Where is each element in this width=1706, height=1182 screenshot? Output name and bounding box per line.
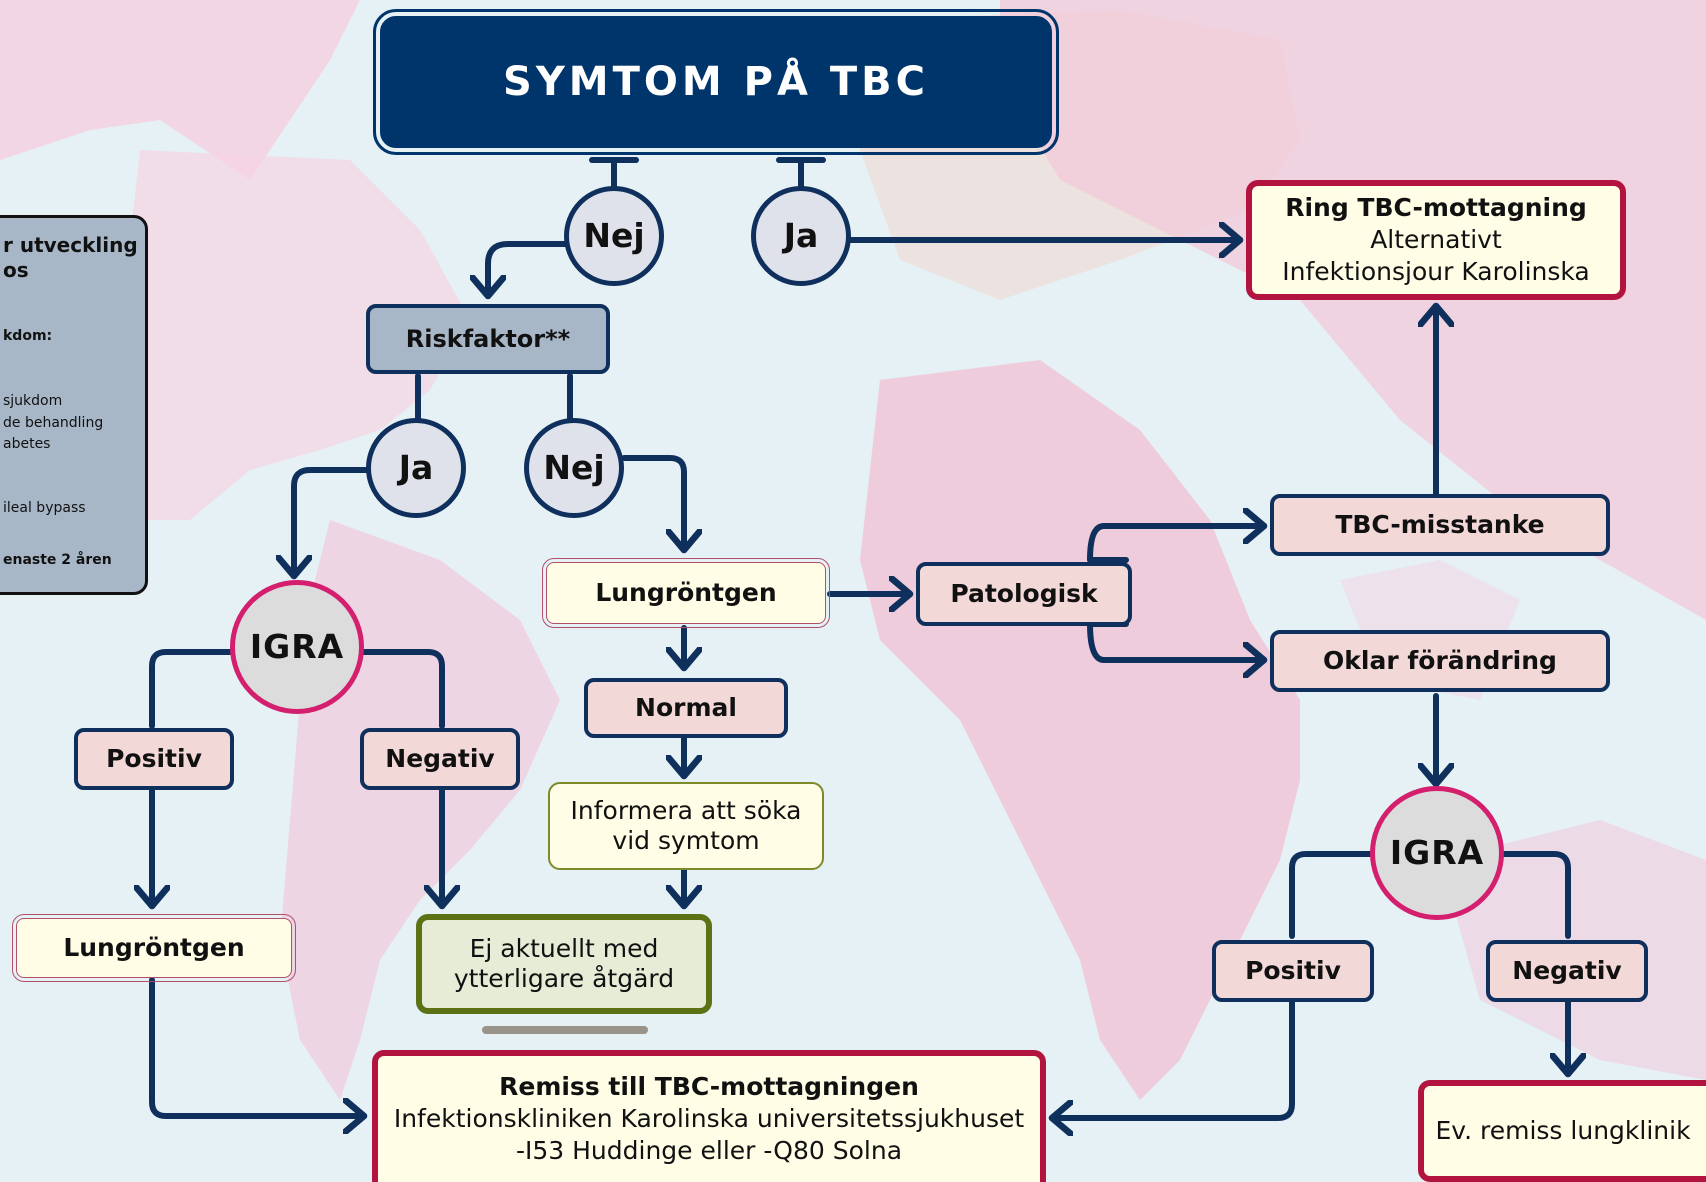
result-label: Positiv	[1245, 956, 1341, 985]
ring-tbc-box: Ring TBC-mottagning Alternativt Infektio…	[1246, 180, 1626, 300]
lungrontgen-left: Lungröntgen	[12, 914, 296, 982]
result-label: Positiv	[106, 744, 202, 773]
igra-label: IGRA	[1389, 833, 1485, 873]
legend-heading: r utveckling	[3, 233, 138, 257]
legend-item: ileal bypass	[3, 500, 86, 516]
step-label: Oklar förändring	[1323, 646, 1557, 675]
ring-line: Infektionsjour Karolinska	[1282, 257, 1590, 286]
legend-group: kdom:	[3, 328, 53, 344]
step-label: Ej aktuellt med ytterligare åtgärd	[453, 934, 675, 993]
riskfaktor-label: Riskfaktor**	[405, 324, 571, 353]
arrow-nej-to-lungrontgen	[621, 455, 684, 550]
igra-label: IGRA	[249, 627, 345, 667]
step-label: TBC-misstanke	[1335, 510, 1545, 539]
decision-ja-left: Ja	[366, 418, 466, 518]
decision-nej-top: Nej	[564, 186, 664, 286]
arrow-nej-to-riskfaktor	[488, 241, 569, 296]
legend-item: sjukdom	[3, 393, 63, 409]
decision-label: Nej	[543, 448, 605, 488]
patologisk-box: Patologisk	[916, 562, 1132, 626]
arrow-positiv-to-remiss	[1052, 997, 1295, 1118]
positiv-right: Positiv	[1212, 940, 1374, 1002]
step-label: Informera att söka vid symtom	[570, 796, 802, 855]
negativ-right: Negativ	[1486, 940, 1648, 1002]
legend-item: de behandling	[3, 415, 104, 431]
lungrontgen-mid: Lungröntgen	[542, 558, 830, 628]
legend-heading-2: os	[3, 258, 29, 282]
positiv-left: Positiv	[74, 728, 234, 790]
result-label: Negativ	[385, 744, 495, 773]
step-label: Lungröntgen	[595, 578, 777, 607]
tbc-misstanke-box: TBC-misstanke	[1270, 494, 1610, 556]
result-label: Negativ	[1512, 956, 1622, 985]
line-igra-to-negativ-right	[1497, 851, 1571, 939]
legend-footer: enaste 2 åren	[3, 552, 112, 568]
decision-nej-mid: Nej	[524, 418, 624, 518]
igra-left: IGRA	[230, 580, 364, 714]
decision-label: Nej	[583, 216, 645, 256]
remiss-line: -I53 Huddinge eller -Q80 Solna	[515, 1136, 903, 1165]
ring-line: Alternativt	[1370, 225, 1502, 254]
step-label: Ev. remiss lungklinik	[1435, 1116, 1691, 1145]
decision-ja-top: Ja	[751, 186, 851, 286]
arrow-ja-to-igra	[294, 467, 373, 576]
step-label: Patologisk	[950, 579, 1098, 608]
remiss-title: Remiss till TBC-mottagningen	[499, 1072, 919, 1101]
step-label: Normal	[635, 693, 737, 722]
ev-remiss-box: Ev. remiss lungklinik	[1418, 1080, 1706, 1182]
arrow-patologisk-to-oklar	[1087, 621, 1264, 660]
ring-title: Ring TBC-mottagning	[1285, 193, 1587, 222]
decision-label: Ja	[398, 448, 434, 488]
line-igra-to-positiv-right	[1289, 851, 1375, 939]
ej-aktuellt-box: Ej aktuellt med ytterligare åtgärd	[416, 914, 712, 1014]
oklar-forandring-box: Oklar förändring	[1270, 630, 1610, 692]
arrow-patologisk-to-misstanke	[1087, 526, 1264, 563]
decision-label: Ja	[783, 216, 819, 256]
line-igra-to-positiv	[149, 649, 233, 729]
riskfaktor-box: Riskfaktor**	[366, 304, 610, 374]
arrow-lungrontgen-to-remiss	[149, 977, 364, 1116]
normal-box: Normal	[584, 678, 788, 738]
line-igra-to-negativ	[361, 649, 445, 729]
remiss-line: Infektionskliniken Karolinska universite…	[393, 1104, 1025, 1133]
negativ-left: Negativ	[360, 728, 520, 790]
risk-factor-legend: r utveckling os kdom: sjukdom de behandl…	[0, 215, 148, 595]
step-label: Lungröntgen	[63, 933, 245, 962]
remiss-box: Remiss till TBC-mottagningen Infektionsk…	[372, 1050, 1046, 1182]
page-title: SYMTOM PÅ TBC	[373, 9, 1059, 155]
legend-item: abetes	[3, 436, 51, 452]
page-title-text: SYMTOM PÅ TBC	[503, 59, 929, 105]
informera-box: Informera att söka vid symtom	[548, 782, 824, 870]
igra-right: IGRA	[1370, 786, 1504, 920]
